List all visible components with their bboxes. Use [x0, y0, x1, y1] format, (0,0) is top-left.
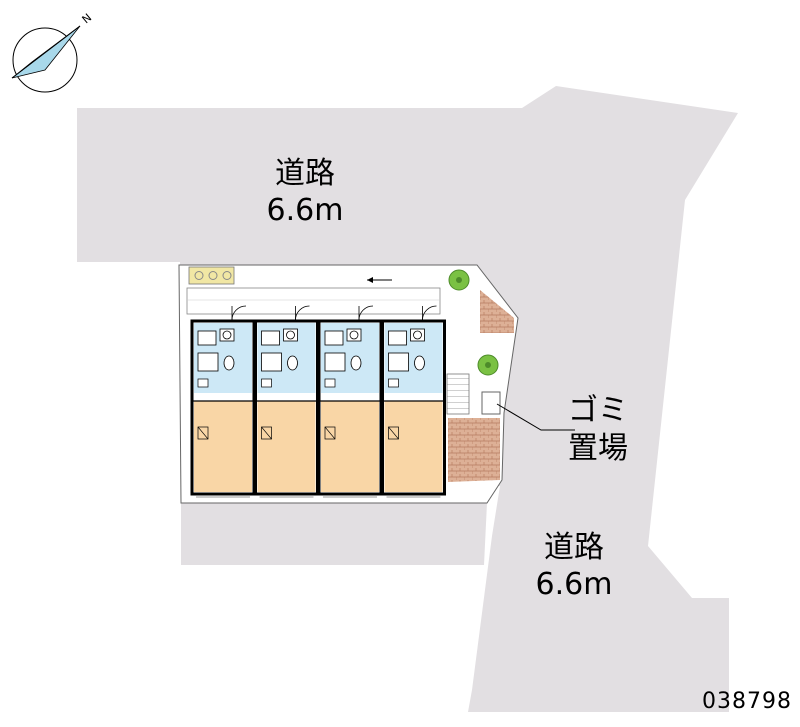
- room-fixture-cross: [324, 426, 336, 440]
- tree-2: [477, 354, 499, 376]
- bath-fixture: [197, 352, 219, 372]
- main-room: [384, 401, 443, 492]
- garbage-label-line2: 置場: [568, 431, 628, 466]
- room-fixture: [324, 426, 336, 440]
- room-fixture-cross: [261, 426, 272, 440]
- main-room: [194, 401, 252, 492]
- apartment-units: [190, 305, 446, 498]
- room-fixture: [388, 426, 399, 440]
- kitchen-fixture: [388, 378, 399, 388]
- garbage-label-line1: ゴミ: [568, 393, 628, 428]
- property-code: 038798: [702, 689, 792, 714]
- kitchen-fixture: [324, 378, 336, 388]
- washer-fixture: [219, 328, 235, 342]
- entrance-arrow: [367, 277, 392, 283]
- washer-drum: [349, 330, 359, 340]
- washer-fixture: [346, 328, 362, 342]
- corridor: [186, 287, 441, 315]
- main-room: [257, 401, 316, 492]
- east-road-name: 道路: [544, 530, 604, 565]
- road-north: [77, 86, 738, 712]
- toilet-fixture: [414, 355, 425, 371]
- north-road-name: 道路: [275, 156, 335, 191]
- sink-fixture: [388, 330, 407, 346]
- apartment-unit-4: [381, 305, 446, 498]
- kitchen-fixture: [261, 378, 272, 388]
- site-south-strip: [181, 503, 487, 565]
- room-fixture: [261, 426, 272, 440]
- north-road-width: 6.6m: [267, 193, 344, 228]
- apartment-unit-2: [254, 305, 319, 498]
- brick-walkway: [480, 290, 514, 333]
- garbage-area: [481, 391, 501, 415]
- bath-fixture: [261, 352, 282, 372]
- brick-walkway-lower: [448, 418, 500, 482]
- kitchen-fixture: [197, 378, 209, 388]
- staircase: [446, 373, 470, 415]
- washer-fixture: [410, 328, 425, 342]
- washer-drum: [413, 330, 422, 340]
- toilet-fixture: [350, 355, 362, 371]
- room-fixture: [197, 426, 209, 440]
- room-fixture-cross: [197, 426, 209, 440]
- apartment-unit-3: [317, 305, 383, 498]
- compass-north-label: N: [80, 11, 95, 26]
- sink-fixture: [324, 330, 344, 346]
- washer-fixture: [283, 328, 298, 342]
- toilet-fixture: [287, 355, 298, 371]
- washer-drum: [222, 330, 232, 340]
- east-road-width: 6.6m: [536, 567, 613, 602]
- bath-fixture: [388, 352, 409, 372]
- main-room: [321, 401, 379, 492]
- room-fixture-cross: [388, 426, 399, 440]
- sink-fixture: [261, 330, 280, 346]
- compass-icon: N: [11, 11, 95, 93]
- garbage-callout-line: [496, 403, 575, 431]
- sink-fixture: [197, 330, 217, 346]
- washer-drum: [286, 330, 295, 340]
- bicycle-parking: [188, 266, 235, 285]
- toilet-fixture: [223, 355, 235, 371]
- tree-1: [448, 269, 470, 291]
- apartment-unit-1: [190, 305, 256, 498]
- bath-fixture: [324, 352, 346, 372]
